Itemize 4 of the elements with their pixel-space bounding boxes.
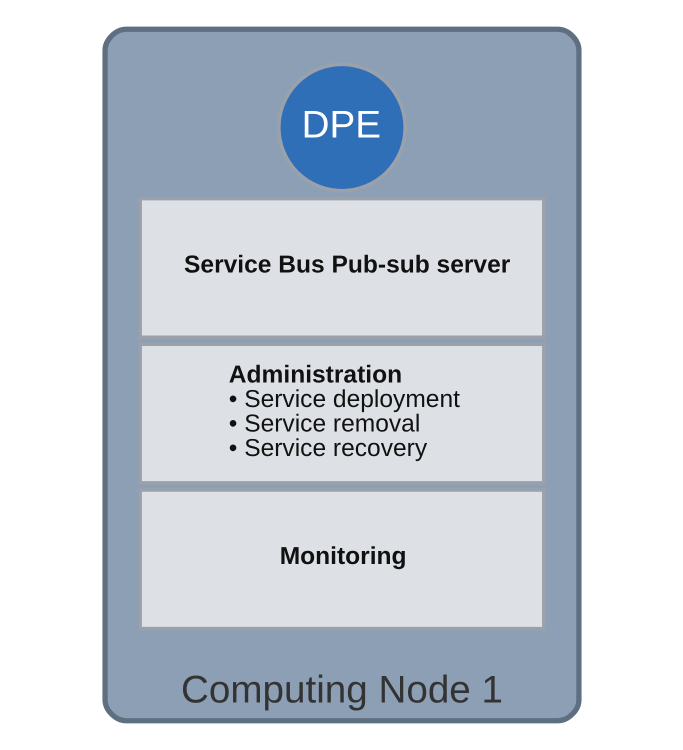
node-circle: DPE: [276, 62, 406, 192]
node-box: Monitoring: [138, 488, 546, 630]
node-box: Administration • Service deployment • Service removal • Service recovery: [138, 342, 546, 485]
node-box: Service Bus Pub-sub server: [138, 196, 546, 340]
